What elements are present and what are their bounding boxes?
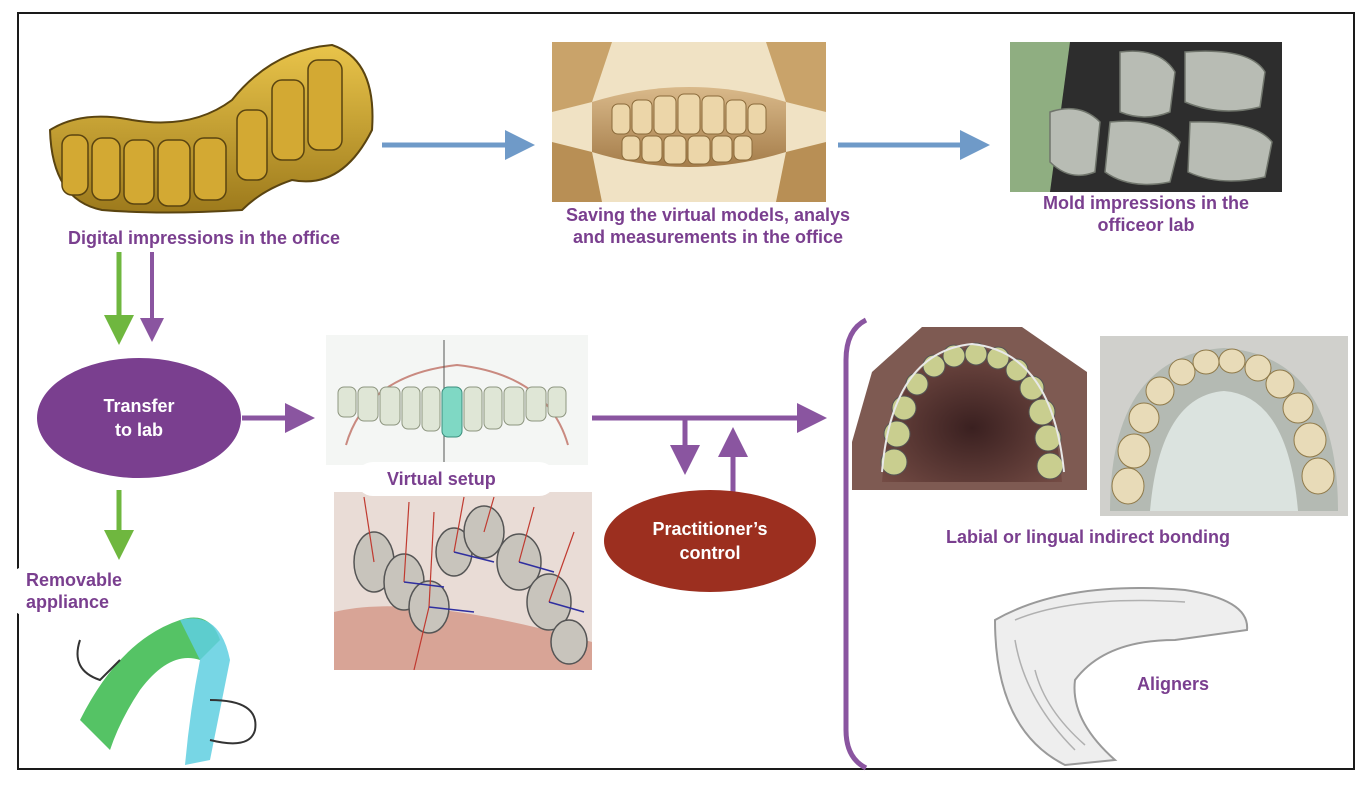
label-indirect-bonding: Labial or lingual indirect bonding: [946, 526, 1230, 548]
removable-line1: Removable: [26, 569, 122, 591]
mold-line2: officeor lab: [1015, 214, 1277, 236]
practitioners-control-node: Practitioner’s control: [604, 490, 816, 592]
label-digital-impressions: Digital impressions in the office: [68, 227, 340, 249]
transfer-to-lab-node: Transfer to lab: [37, 358, 241, 478]
practitioner-line1: Practitioner’s: [652, 517, 767, 541]
label-mold-impressions: Mold impressions in the officeor lab: [1015, 192, 1277, 236]
saving-line2: and measurements in the office: [528, 226, 888, 248]
label-aligners: Aligners: [1137, 673, 1209, 695]
transfer-line2: to lab: [103, 418, 174, 442]
label-saving-models: Saving the virtual models, analys and me…: [528, 204, 888, 248]
practitioner-line2: control: [652, 541, 767, 565]
label-removable-appliance: Removable appliance: [26, 569, 122, 613]
saving-line1: Saving the virtual models, analys: [528, 204, 888, 226]
transfer-line1: Transfer: [103, 394, 174, 418]
label-virtual-setup: Virtual setup: [387, 468, 496, 490]
output-brace: [846, 320, 866, 768]
mold-line1: Mold impressions in the: [1015, 192, 1277, 214]
removable-line2: appliance: [26, 591, 122, 613]
